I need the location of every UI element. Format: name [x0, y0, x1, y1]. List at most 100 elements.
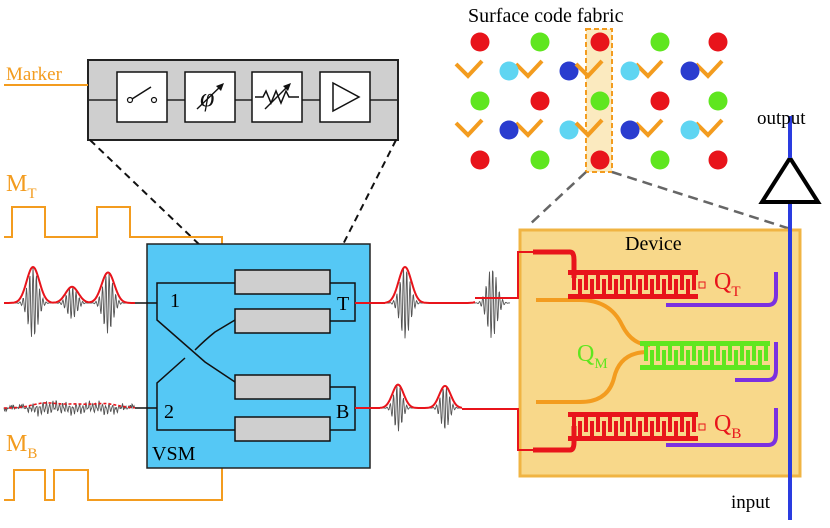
qubit-top	[674, 279, 678, 294]
qubit-top	[632, 275, 636, 290]
data-qubit	[590, 150, 610, 170]
qubit-middle	[740, 346, 744, 361]
qubit-bottom	[692, 417, 696, 432]
ancilla-qubit	[499, 61, 519, 81]
mt-pulse-train	[4, 206, 223, 272]
qubit-middle	[656, 346, 660, 361]
qubit-middle	[692, 346, 696, 361]
data-qubit	[590, 91, 610, 111]
qubit-top	[568, 270, 698, 275]
output-label: output	[757, 108, 806, 129]
bus-resonator-bottom	[536, 350, 649, 404]
data-qubit	[708, 150, 728, 170]
qubit-bottom	[568, 436, 698, 441]
switch-icon	[150, 96, 158, 104]
fabric-title: Surface code fabric	[468, 5, 624, 27]
qubit-top	[572, 275, 576, 290]
qubit-label-t: QT	[714, 269, 741, 300]
qubit-bottom	[680, 417, 684, 432]
qubit-middle	[698, 350, 702, 365]
qubit-bottom	[578, 421, 582, 436]
data-qubit	[650, 32, 670, 52]
device-qubits	[568, 270, 770, 441]
qubit-bottom	[644, 417, 648, 432]
ancilla-qubit	[559, 61, 579, 81]
qubit-top	[644, 275, 648, 290]
component-box	[116, 71, 168, 123]
qubit-bottom	[632, 417, 636, 432]
coupler-mark	[634, 59, 664, 79]
drive-stub-top	[533, 249, 577, 278]
qubit-bottom	[614, 421, 618, 436]
qubit-middle	[650, 350, 654, 365]
qubit-top	[584, 275, 588, 290]
marker-label: Marker	[6, 64, 63, 85]
attenuator-2	[234, 308, 331, 334]
qubit-bottom	[668, 417, 672, 432]
vsm-port-b: B	[336, 401, 349, 423]
data-qubit	[470, 91, 490, 111]
qubit-middle	[662, 350, 666, 365]
qubit-top	[650, 279, 654, 294]
readout-resonator-bottom	[666, 408, 778, 447]
mb-pulse-train	[4, 412, 223, 501]
qubit-top	[692, 275, 696, 290]
ancilla-qubit	[559, 120, 579, 140]
coupler-mark	[454, 59, 484, 79]
qubit-top	[638, 279, 642, 294]
qubit-middle	[734, 350, 738, 365]
qubit-bottom	[656, 417, 660, 432]
envelope-input-2	[4, 401, 135, 409]
qubit-top	[608, 275, 612, 290]
qubit-middle	[644, 346, 648, 361]
qubit-bottom	[590, 421, 594, 436]
qubit-top	[668, 275, 672, 290]
output-amplifier-icon	[758, 154, 822, 204]
variable-attenuator-icon	[264, 84, 290, 110]
phase-shifter-icon: φ	[200, 83, 214, 112]
qubit-top	[620, 275, 624, 290]
coupler-mark	[454, 118, 484, 138]
qubit-middle	[752, 346, 756, 361]
vsm-port-2: 2	[164, 401, 174, 423]
envelope-input-1	[4, 265, 135, 304]
mt-label: MT	[6, 171, 37, 202]
qubit-label-b: QB	[714, 411, 741, 442]
attenuator-4	[234, 416, 331, 442]
qubit-bottom	[572, 417, 576, 432]
qubit-middle	[686, 350, 690, 365]
qubit-bottom	[662, 421, 666, 436]
coupler-mark	[574, 59, 604, 79]
drive-stub-bottom	[533, 426, 577, 453]
coupler-mark	[694, 59, 724, 79]
qubit-middle	[680, 346, 684, 361]
qubit-middle	[640, 341, 770, 346]
phase-shifter-icon	[216, 83, 224, 91]
qubit-middle	[722, 350, 726, 365]
envelope-output-b	[379, 383, 463, 409]
qubit-bottom	[596, 417, 600, 432]
device-label: Device	[625, 233, 682, 255]
mb-label: MB	[6, 431, 37, 462]
readout-resonator-mid	[735, 342, 778, 382]
qubit-top	[602, 279, 606, 294]
data-qubit	[708, 91, 728, 111]
component-chain: φ	[116, 71, 371, 123]
ancilla-qubit	[620, 120, 640, 140]
qubit-bottom	[686, 421, 690, 436]
coupler-mark	[574, 118, 604, 138]
attenuator-3	[234, 374, 331, 400]
data-qubit	[470, 32, 490, 52]
qubit-top	[626, 279, 630, 294]
qubit-top	[686, 279, 690, 294]
qubit-label-m: QM	[577, 341, 608, 372]
qubit-bottom	[674, 421, 678, 436]
qubit-middle	[710, 350, 714, 365]
qubit-top	[662, 279, 666, 294]
attenuator-1	[234, 269, 331, 295]
coupler-mark	[514, 118, 544, 138]
qubit-bottom	[602, 421, 606, 436]
qubit-bottom	[608, 417, 612, 432]
data-qubit	[650, 150, 670, 170]
